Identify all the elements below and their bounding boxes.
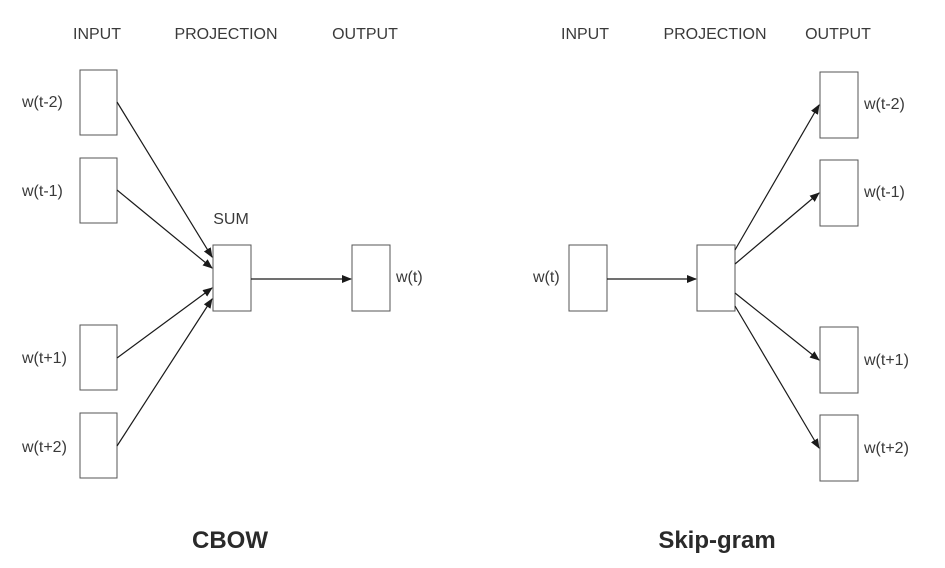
cbow-output-header: OUTPUT [332, 26, 398, 43]
cbow-arrow-4 [116, 298, 213, 447]
cbow-input-label-1: w(t-2) [21, 94, 63, 111]
skipgram-projection-header: PROJECTION [663, 26, 766, 43]
cbow-output-label: w(t) [395, 269, 423, 286]
cbow-title: CBOW [192, 527, 268, 554]
cbow-input-box-3 [79, 324, 118, 391]
skipgram-output-label-1: w(t-2) [863, 96, 905, 113]
skipgram-input-header: INPUT [561, 26, 609, 43]
cbow-projection-box [212, 244, 252, 312]
skipgram-output-box-4 [819, 414, 859, 482]
skipgram-arrow-2 [734, 192, 820, 265]
cbow-output-box [351, 244, 391, 312]
skipgram-title: Skip-gram [658, 527, 775, 554]
skipgram-model: INPUT PROJECTION OUTPUT w(t) w(t-2) w(t-… [532, 26, 909, 554]
skipgram-input-box [568, 244, 608, 312]
cbow-sum-label: SUM [213, 211, 249, 228]
cbow-arrow-1 [116, 101, 213, 258]
skipgram-input-label: w(t) [532, 269, 560, 286]
cbow-input-box-2 [79, 157, 118, 224]
skipgram-arrow-4 [734, 305, 820, 449]
cbow-input-label-3: w(t+1) [21, 350, 67, 367]
skipgram-output-header: OUTPUT [805, 26, 871, 43]
skipgram-output-box-3 [819, 326, 859, 394]
skipgram-projection-box [696, 244, 736, 312]
skipgram-arrow-3 [734, 292, 820, 361]
cbow-input-box-1 [79, 69, 118, 136]
skipgram-output-box-2 [819, 159, 859, 227]
cbow-projection-header: PROJECTION [174, 26, 277, 43]
cbow-input-label-2: w(t-1) [21, 183, 63, 200]
skipgram-output-box-1 [819, 71, 859, 139]
cbow-arrow-3 [116, 287, 213, 359]
cbow-model: INPUT PROJECTION OUTPUT w(t-2) w(t-1) w(… [21, 26, 423, 554]
skipgram-output-label-2: w(t-1) [863, 184, 905, 201]
cbow-input-header: INPUT [73, 26, 121, 43]
skipgram-output-label-4: w(t+2) [863, 440, 909, 457]
cbow-input-label-4: w(t+2) [21, 439, 67, 456]
cbow-input-box-4 [79, 412, 118, 479]
skipgram-output-label-3: w(t+1) [863, 352, 909, 369]
cbow-arrow-2 [116, 189, 213, 269]
skipgram-arrow-1 [734, 104, 820, 251]
